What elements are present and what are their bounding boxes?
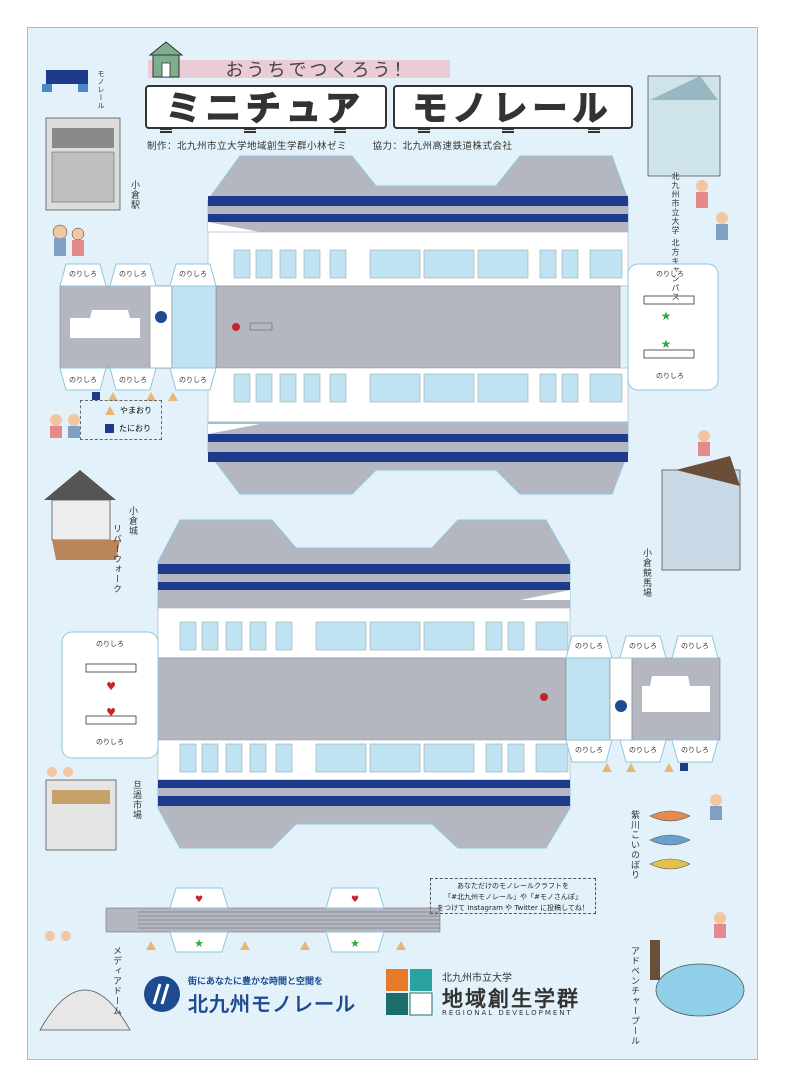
emblem-icon (155, 311, 167, 323)
station-sign-icon (42, 70, 88, 92)
red-dot (540, 693, 548, 701)
mountain-fold-mark (168, 392, 178, 401)
glue-tab-label: のりしろ (119, 270, 147, 278)
label-racecourse: 小倉競馬場 (641, 548, 651, 598)
subtitle-band (148, 60, 450, 78)
glue-tab-label: のりしろ (575, 642, 603, 650)
mountain-fold-icon (105, 405, 115, 415)
glue-tab-label: のりしろ (96, 640, 124, 648)
kokura-station-illustration (45, 117, 121, 256)
label-kokura-station: 小倉駅 (129, 180, 139, 210)
star-icon: ★ (194, 937, 204, 950)
racecourse-illustration (661, 430, 741, 571)
emblem-icon (615, 700, 627, 712)
credit-cooperation: 協力：北九州高速鉄道株式会社 (372, 141, 513, 152)
valley-fold-mark (680, 763, 688, 771)
car-1: ★ ★ (59, 155, 719, 495)
glue-tab-label: のりしろ (629, 746, 657, 754)
house-icon (148, 41, 184, 78)
glue-tab-label: のりしろ (656, 270, 684, 278)
dome-illustration (39, 931, 131, 1031)
label-kitakyu-univ: 北九州市立大学 北方キャンパス (671, 172, 680, 302)
label-koinobori: 紫川こいのぼり (629, 810, 639, 880)
heart-icon: ♥ (106, 680, 116, 693)
mountain-fold-mark (108, 392, 118, 401)
mountain-fold-mark (146, 392, 156, 401)
car-2: ♥ ♥ (61, 519, 721, 849)
label-tanga: 旦過市場 (131, 780, 141, 820)
credits: 制作：北九州市立大学地域創生学群小林ゼミ 協力：北九州高速鉄道株式会社 (147, 138, 535, 152)
valley-fold-mark (92, 392, 100, 400)
glue-tab-label: のりしろ (69, 376, 97, 384)
castle-illustration (44, 414, 120, 560)
monorail-logo: 街にあなたに豊かな時間と空間を 北九州モノレール (142, 972, 355, 1018)
credit-produced: 制作：北九州市立大学地域創生学群小林ゼミ (147, 141, 348, 152)
star-icon: ★ (661, 337, 672, 351)
monorail-logo-icon (144, 976, 180, 1012)
koinobori-illustration (649, 794, 722, 870)
glue-tab-label: のりしろ (681, 746, 709, 754)
heart-icon: ♥ (106, 706, 116, 719)
mountain-fold-mark (664, 763, 674, 772)
glue-tab-label: のりしろ (69, 270, 97, 278)
label-riverwalk: リバーウォーク (111, 524, 121, 594)
tanga-illustration (45, 767, 117, 851)
rail-strip: ♥ ♥ ★ ★ (105, 887, 441, 953)
glue-tab-label: のりしろ (179, 270, 207, 278)
regional-dev-logo: 北九州市立大学 地域創生学群 REGIONAL DEVELOPMENT (384, 967, 584, 1023)
glue-tab-label: のりしろ (96, 738, 124, 746)
glue-tab-label: のりしろ (119, 376, 147, 384)
glue-tab-label: のりしろ (179, 376, 207, 384)
puzzle-logo-icon (386, 969, 433, 1016)
legend-mountain: やまおり (81, 401, 161, 419)
star-icon: ★ (661, 309, 672, 323)
glue-tab-label: のりしろ (575, 746, 603, 754)
red-dot (232, 323, 240, 331)
legend-valley: たにおり (81, 419, 161, 437)
univ-illustration (647, 75, 728, 240)
label-media-dome: メディアドーム (111, 946, 121, 1016)
label-adventure-pool: アドベンチャープール (629, 946, 639, 1046)
title-left-box (145, 85, 387, 129)
label-monorail-small: モノレール (97, 70, 105, 110)
mountain-fold-mark (626, 763, 636, 772)
subtitle: おうちでつくろう！ (226, 60, 415, 81)
heart-icon: ♥ (351, 895, 359, 905)
label-kokura-castle: 小倉城 (127, 506, 137, 536)
valley-fold-icon (105, 423, 114, 433)
title-right: モノレール (413, 89, 613, 129)
share-message: あなただけのモノレールクラフトを 「#北九州モノレール」や「#モノさんぽ」 をつ… (430, 878, 596, 914)
header-art: ミニチュア モノレール おうちでつくろう！ (145, 41, 633, 133)
glue-tab-label: のりしろ (681, 642, 709, 650)
mountain-fold-mark (602, 763, 612, 772)
glue-tab-label: のりしろ (656, 372, 684, 380)
heart-icon: ♥ (195, 895, 203, 905)
fold-legend: やまおり たにおり (80, 400, 162, 440)
glue-tab-label: のりしろ (629, 642, 657, 650)
title-left: ミニチュア (166, 89, 365, 129)
pool-illustration (650, 912, 745, 1017)
star-icon: ★ (350, 937, 360, 950)
